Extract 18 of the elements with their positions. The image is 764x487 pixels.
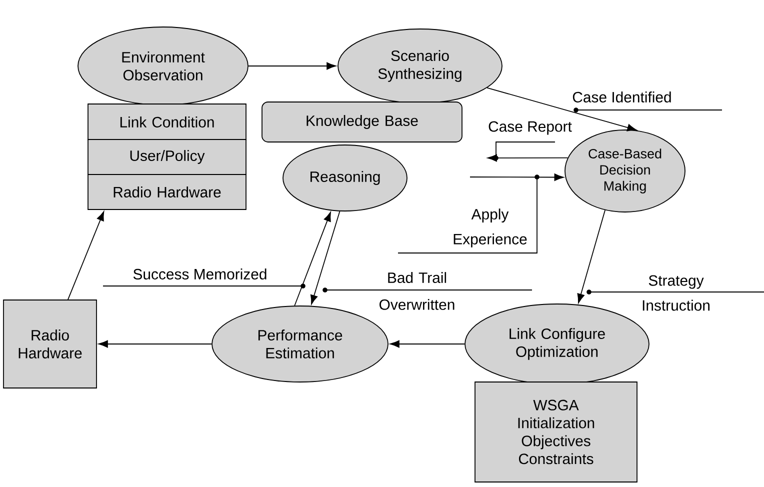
- arrow: [248, 62, 336, 70]
- arrow: [577, 210, 606, 304]
- arrow: [98, 340, 212, 348]
- arrow: [310, 210, 340, 304]
- list-row: Radio Hardware: [88, 174, 246, 210]
- arrow: [68, 211, 104, 300]
- arrow: [294, 212, 331, 306]
- arrow: [486, 87, 637, 132]
- edge-label: Apply Experience: [454, 208, 527, 248]
- process-box: Radio Hardware: [3, 300, 97, 388]
- list-row: User/Policy: [88, 139, 246, 175]
- edge-label: Success Memorized: [133, 268, 266, 280]
- arrow: [470, 174, 564, 181]
- store-box: Knowledge Base: [262, 102, 462, 142]
- arrow: [390, 340, 465, 348]
- edge-label: Case Identified: [572, 92, 671, 102]
- process-box: WSGA Initialization Objectives Constraints: [474, 382, 638, 482]
- list-row: Link Condition: [88, 104, 246, 140]
